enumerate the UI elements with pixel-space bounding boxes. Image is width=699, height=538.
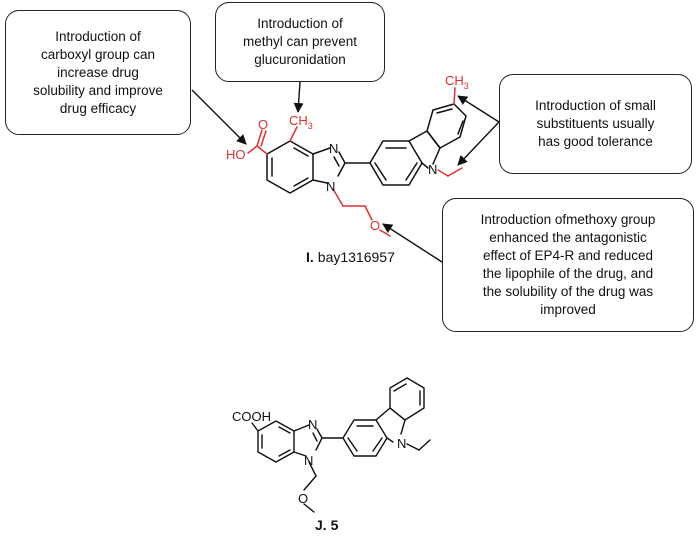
- callout-methyl: Introduction of methyl can prevent glucu…: [215, 2, 385, 82]
- callout-line: has good tolerance: [538, 134, 653, 149]
- callout-line: Introduction ofmethoxy group: [480, 212, 656, 227]
- atom-ch3-right: CH3: [445, 73, 469, 91]
- arrow-substituent-ethyl: [457, 121, 500, 166]
- atom-o-carbonyl: O: [258, 117, 268, 132]
- callout-line: solubility and improve: [33, 82, 163, 98]
- callout-line: the lipophile of the drug, and: [482, 266, 654, 281]
- callout-arrows: [191, 81, 500, 263]
- molecule-j5: [251, 377, 431, 513]
- ch3-sub: 3: [308, 121, 313, 131]
- callout-line: methyl can prevent: [242, 34, 358, 49]
- arrow-carboxyl: [191, 89, 247, 145]
- callout-line: Introduction of: [55, 28, 141, 44]
- callout-methoxy: Introduction ofmethoxy group enhanced th…: [442, 198, 694, 332]
- arrow-methyl: [293, 81, 304, 113]
- callout-line: Introduction of: [257, 16, 343, 31]
- callout-line: increase drug: [57, 64, 139, 80]
- atom-ho: HO: [226, 147, 246, 162]
- callout-line: carboxyl group can: [40, 46, 156, 62]
- callout-carboxyl: Introduction of carboxyl group can incre…: [5, 10, 191, 135]
- label-name: bay1316957: [318, 249, 395, 265]
- atom-n-amine: N: [304, 453, 313, 468]
- atom-labels-bay: O HO CH3 N N N CH3 O: [226, 73, 469, 233]
- callout-line: enhanced the antagonistic: [489, 230, 647, 245]
- ch3-c: CH: [289, 113, 308, 128]
- callout-line: effect of EP4-R and reduced: [482, 248, 654, 263]
- highlighted-substituents: [247, 87, 463, 237]
- callout-line: substituents usually: [536, 116, 655, 131]
- callout-line: the solubility of the drug was: [482, 284, 654, 299]
- atom-o-methoxy: O: [298, 491, 308, 506]
- atom-cooh: COOH: [232, 409, 271, 424]
- atom-o-methoxy: O: [370, 218, 380, 233]
- callout-line: improved: [540, 302, 596, 317]
- arrow-methoxy: [382, 223, 443, 263]
- callout-line: Introduction of small: [535, 98, 656, 113]
- atom-n-imine: N: [308, 417, 317, 432]
- atom-labels-j5: COOH N N N O: [232, 409, 406, 506]
- ch3-sub: 3: [464, 81, 469, 91]
- arrow-substituent-methyl: [457, 95, 500, 123]
- atom-n-carbazole: N: [397, 436, 406, 451]
- ch3-c: CH: [445, 73, 464, 88]
- atom-n-carbazole: N: [428, 162, 437, 177]
- atom-n-imine: N: [329, 141, 338, 156]
- label-number: I.: [306, 249, 314, 265]
- callout-substituents: Introduction of small substituents usual…: [499, 74, 692, 174]
- compound-label-j5: J. 5: [315, 517, 339, 533]
- atom-ch3-top: CH3: [289, 113, 313, 131]
- callout-line: glucuronidation: [254, 52, 346, 67]
- atom-n-amine: N: [326, 179, 335, 194]
- callout-line: drug efficacy: [59, 100, 137, 116]
- compound-label-bay: I.bay1316957: [306, 249, 395, 265]
